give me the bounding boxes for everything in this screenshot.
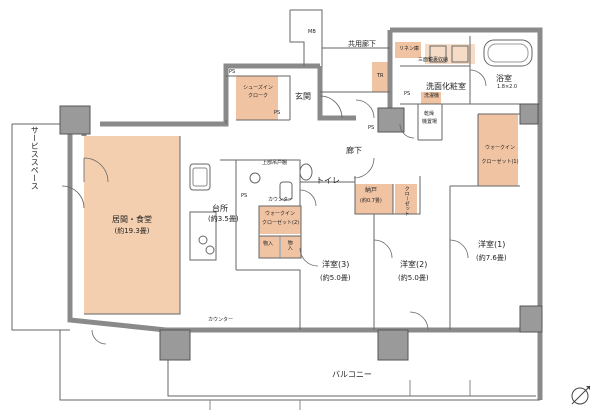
shoes-closet-label-1: シューズイン	[243, 85, 273, 91]
sink-basin	[192, 167, 208, 187]
balcony-label: バルコニー	[332, 370, 372, 379]
western-1-size: (約7.6畳)	[476, 254, 507, 262]
storage-1-fill	[259, 236, 279, 258]
walkin-closet-1-label-a: ウォークイン	[484, 145, 515, 151]
shoes-closet-label-2: クローク	[247, 93, 268, 99]
washer-label: 洗濯機	[424, 93, 440, 99]
wash-basin-icon	[429, 45, 447, 63]
kitchen-size: (約3.5畳)	[208, 215, 239, 223]
tr-label: TR	[377, 73, 384, 79]
dryer-label-a: 乾燥	[424, 111, 435, 117]
storage-label-2: 物入	[286, 240, 293, 250]
western-2-label: 洋室(2)	[400, 260, 428, 269]
mb-label: MB	[308, 29, 316, 35]
stove-burner-1	[198, 235, 208, 245]
stove-burner-2	[205, 245, 215, 255]
upper-cabinet-label: 上部吊戸棚	[262, 160, 288, 166]
nando-label: 納戸	[365, 187, 378, 194]
fridge-icon	[249, 172, 261, 184]
bathtub-inner	[487, 43, 529, 63]
tr-fill	[372, 62, 392, 92]
walkin-closet-1-label-b: クローゼット(1)	[481, 159, 519, 165]
washroom-label: 洗面化粧室	[426, 82, 466, 91]
western-3-label: 洋室(3)	[322, 260, 350, 269]
western-2-size: (約5.0畳)	[398, 274, 429, 282]
counter-small-label: カウンター	[268, 197, 294, 203]
ps-label-5: PS	[241, 193, 248, 199]
storage-2-fill	[281, 236, 301, 258]
walkin-closet-2-label-b: クローゼット(2)	[262, 220, 300, 226]
closet-fill	[395, 184, 417, 214]
bathtub-icon	[483, 39, 533, 67]
western-1-label: 洋室(1)	[478, 240, 506, 249]
common-corridor-label: 共用廊下	[348, 40, 376, 48]
toilet-bowl-icon	[279, 181, 293, 201]
ps-label-3: PS	[404, 91, 411, 97]
door-swings	[61, 69, 487, 345]
nando-fill	[355, 184, 393, 214]
counter-label: カウンター	[208, 317, 234, 323]
linen2-fill	[421, 92, 441, 104]
column-east	[519, 103, 539, 125]
western-3-size: (約5.0畳)	[320, 274, 351, 282]
wash-basin-icon-2	[451, 45, 469, 63]
column-center	[377, 107, 405, 133]
kitchen-sink	[189, 163, 211, 191]
linen-fill	[395, 42, 421, 58]
outer-walls	[67, 27, 543, 400]
kitchen-label: 台所	[212, 204, 228, 213]
kitchen-counter	[189, 211, 217, 261]
ps-label-2: PS	[274, 110, 281, 116]
walkin-closet-2-label-a: ウォークイン	[264, 211, 295, 217]
walkin-closet-2-fill	[259, 206, 301, 234]
toilet-icon	[299, 163, 313, 181]
balcony-railing	[209, 380, 471, 410]
corridor-label: 廊下	[346, 146, 362, 155]
living-dining-label: 居間・食堂	[112, 215, 152, 224]
vanity-fill	[425, 44, 475, 64]
bathroom-label: 浴室	[496, 74, 512, 83]
mirror-cabinet-label: 三面鏡裏収納	[418, 57, 449, 63]
closet-label: クローゼット	[403, 186, 410, 216]
toilet-label: トイレ	[316, 176, 340, 185]
ps-label-1: PS	[229, 69, 236, 75]
north-arrow-icon	[571, 385, 591, 405]
living-dining-highlight	[84, 136, 180, 314]
entrance-label: 玄関	[295, 92, 311, 101]
column-southwest	[159, 329, 191, 361]
bath-size: 1.8×2.0	[497, 84, 518, 90]
column-south	[377, 329, 409, 361]
ps-label-4: PS	[368, 125, 375, 131]
storage-label-1: 物入	[263, 241, 274, 247]
nando-size: (約0.7畳)	[360, 198, 382, 204]
column-southeast	[519, 305, 543, 333]
living-dining-size: (約19.3畳)	[114, 227, 150, 235]
dryer-label-b: 機置場	[422, 119, 438, 125]
shoes-closet-fill	[236, 76, 278, 120]
service-space-label: サービススペース	[30, 126, 40, 190]
linen-label: リネン庫	[399, 46, 420, 52]
column-northwest	[59, 105, 91, 135]
walkin-closet-1-fill	[478, 114, 518, 186]
